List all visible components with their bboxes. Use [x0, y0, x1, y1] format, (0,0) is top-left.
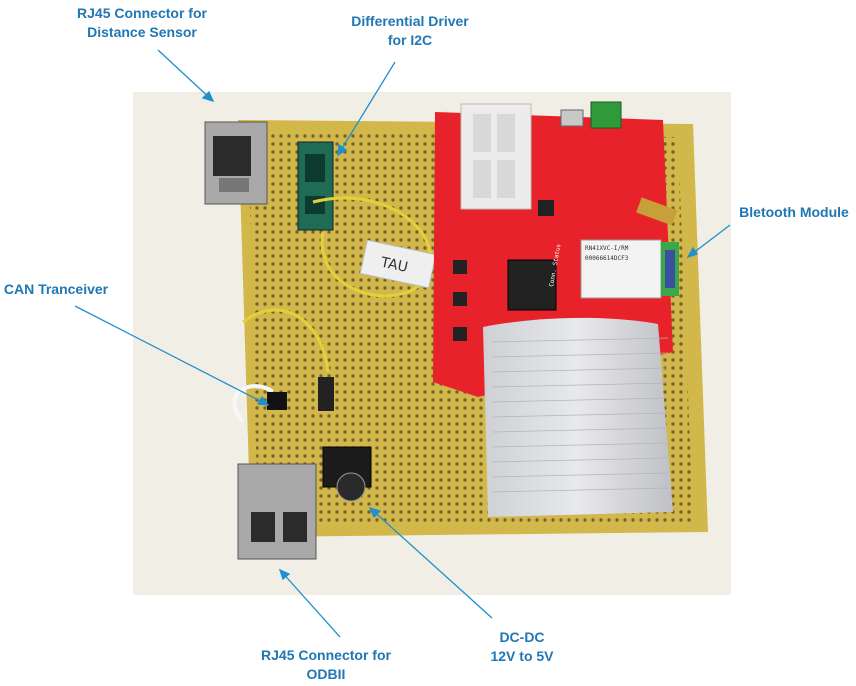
sma-connector — [636, 197, 678, 226]
label-diff-driver-line-2: for I2C — [387, 32, 433, 48]
label-rj45-distance-line-2: Distance Sensor — [87, 24, 197, 40]
svg-text:00066614DCF3: 00066614DCF3 — [585, 255, 629, 262]
seven-segment-display — [460, 103, 532, 210]
board-photo: TAU RN41XVC-I/RM 00066614DCF3 Conn. Stat… — [133, 92, 731, 595]
tau-tag: TAU — [359, 239, 437, 289]
rj45-odbii — [237, 463, 317, 560]
label-odbii-line-1: RJ45 Connector for — [261, 647, 391, 663]
can-transceiver-chip — [267, 392, 287, 410]
label-dcdc-line-2: 12V to 5V — [490, 648, 554, 664]
differential-driver-board — [297, 141, 334, 231]
label-bluetooth-line-1: Bletooth Module — [739, 204, 849, 220]
label-odbii-line-2: ODBII — [306, 666, 346, 682]
usb-port — [560, 109, 584, 127]
label-can-transceiver: CAN Tranceiver — [0, 280, 112, 299]
svg-text:TAU: TAU — [378, 254, 409, 276]
ribbon-cable-stripes — [492, 337, 669, 493]
svg-text:RN41XVC-I/RM: RN41XVC-I/RM — [585, 245, 629, 252]
push-buttons — [453, 200, 554, 341]
label-can-line-1: CAN Tranceiver — [3, 281, 109, 297]
label-bluetooth-module: Bletooth Module — [734, 203, 854, 222]
label-diff-driver-line-1: Differential Driver — [351, 13, 469, 29]
rj45-distance-sensor — [204, 121, 268, 205]
label-rj45-distance-sensor: RJ45 Connector for Distance Sensor — [60, 4, 224, 42]
header-pins — [318, 377, 334, 411]
ribbon-cable — [483, 317, 673, 517]
dc-dc-converter — [322, 446, 372, 502]
label-dcdc-line-1: DC-DC — [499, 629, 545, 645]
label-rj45-odbii: RJ45 Connector for ODBII — [244, 646, 408, 684]
microcontroller-chip — [507, 259, 557, 311]
label-differential-driver: Differential Driver for I2C — [330, 12, 490, 50]
label-dc-dc: DC-DC 12V to 5V — [470, 628, 574, 666]
label-rj45-distance-line-1: RJ45 Connector for — [77, 5, 207, 21]
terminal-block — [590, 101, 622, 129]
bluetooth-module: RN41XVC-I/RM 00066614DCF3 — [580, 239, 679, 299]
